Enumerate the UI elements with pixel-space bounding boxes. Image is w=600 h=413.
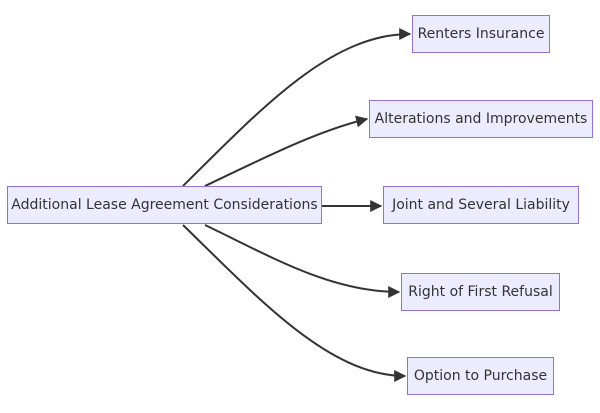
node-alterations-and-improvements: Alterations and Improvements (369, 100, 593, 138)
root-node: Additional Lease Agreement Consideration… (7, 186, 322, 224)
root-node-label: Additional Lease Agreement Consideration… (11, 197, 318, 213)
edge-to-option-to-purchase (182, 224, 407, 382)
node-right-of-first-refusal: Right of First Refusal (401, 273, 560, 311)
edge-to-renters-insurance (182, 28, 412, 187)
edge-to-alterations-and-improvements (204, 115, 369, 187)
node-label: Alterations and Improvements (374, 111, 588, 127)
node-label: Joint and Several Liability (392, 197, 570, 213)
node-label: Renters Insurance (417, 26, 545, 42)
node-option-to-purchase: Option to Purchase (407, 357, 554, 395)
node-label: Right of First Refusal (408, 284, 553, 300)
edge-to-right-of-first-refusal (204, 224, 401, 298)
node-joint-and-several-liability: Joint and Several Liability (383, 186, 579, 224)
node-label: Option to Purchase (413, 368, 548, 384)
node-renters-insurance: Renters Insurance (412, 15, 550, 53)
